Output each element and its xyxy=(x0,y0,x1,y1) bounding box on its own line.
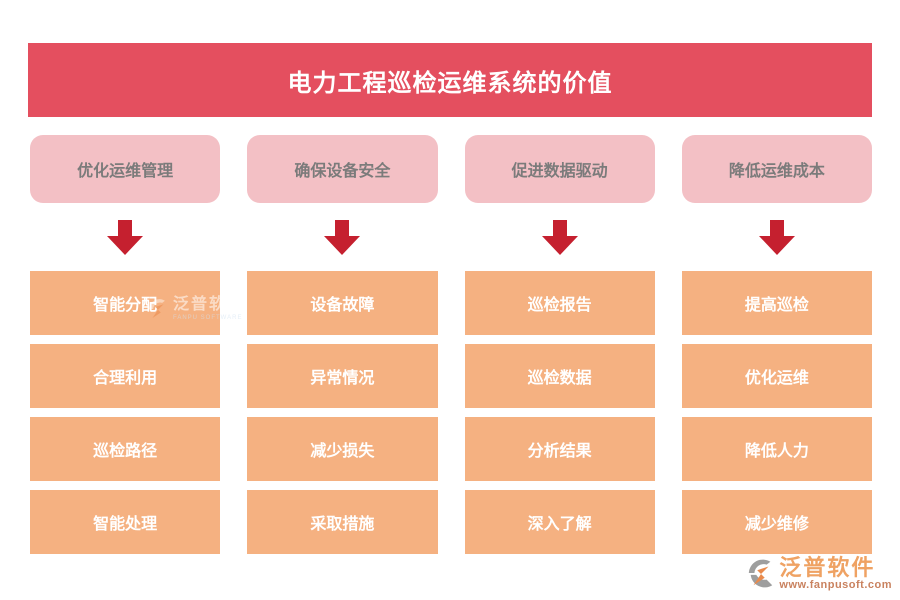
column-4-header: 降低运维成本 xyxy=(681,135,872,203)
title-banner: 电力工程巡检运维系统的价值 xyxy=(28,43,872,117)
down-arrow-icon xyxy=(541,220,578,255)
value-item-box: 采取措施 xyxy=(247,490,438,554)
column-4-items: 提高巡检 优化运维 降低人力 减少维修 xyxy=(681,255,872,554)
column-1-items: 智能分配 合理利用 巡检路径 智能处理 xyxy=(30,255,221,554)
value-item-box: 巡检路径 xyxy=(30,417,221,481)
value-item-box: 减少损失 xyxy=(247,417,438,481)
value-item-box: 提高巡检 xyxy=(681,271,872,335)
value-columns: 优化运维管理 智能分配 合理利用 巡检路径 智能处理 确保设备安全 设备故障 异… xyxy=(30,135,872,554)
column-3-header: 促进数据驱动 xyxy=(464,135,655,203)
down-arrow-icon xyxy=(324,220,361,255)
column-1-header: 优化运维管理 xyxy=(30,135,221,203)
column-2-header: 确保设备安全 xyxy=(247,135,438,203)
column-2-items: 设备故障 异常情况 减少损失 采取措施 xyxy=(247,255,438,554)
value-item-box: 巡检数据 xyxy=(464,344,655,408)
down-arrow-icon xyxy=(107,220,144,255)
fanpu-logo-url: www.fanpusoft.com xyxy=(779,579,892,591)
value-item-box: 合理利用 xyxy=(30,344,221,408)
value-column-2: 确保设备安全 设备故障 异常情况 减少损失 采取措施 xyxy=(247,135,438,554)
down-arrow-icon xyxy=(758,220,795,255)
value-item-box: 优化运维 xyxy=(681,344,872,408)
value-item-box: 智能处理 xyxy=(30,490,221,554)
fanpu-logo: 泛普软件 www.fanpusoft.com xyxy=(746,557,892,594)
value-column-4: 降低运维成本 提高巡检 优化运维 降低人力 减少维修 xyxy=(681,135,872,554)
value-column-3: 促进数据驱动 巡检报告 巡检数据 分析结果 深入了解 xyxy=(464,135,655,554)
value-item-box: 减少维修 xyxy=(681,490,872,554)
value-item-box: 降低人力 xyxy=(681,417,872,481)
value-item-box: 异常情况 xyxy=(247,344,438,408)
value-column-1: 优化运维管理 智能分配 合理利用 巡检路径 智能处理 xyxy=(30,135,221,554)
fanpu-logo-icon xyxy=(746,557,776,594)
value-item-box: 深入了解 xyxy=(464,490,655,554)
value-item-box: 智能分配 xyxy=(30,271,221,335)
value-item-box: 设备故障 xyxy=(247,271,438,335)
fanpu-logo-name: 泛普软件 xyxy=(779,555,876,580)
value-item-box: 巡检报告 xyxy=(464,271,655,335)
page-title: 电力工程巡检运维系统的价值 xyxy=(287,69,613,97)
column-3-items: 巡检报告 巡检数据 分析结果 深入了解 xyxy=(464,255,655,554)
value-item-box: 分析结果 xyxy=(464,417,655,481)
